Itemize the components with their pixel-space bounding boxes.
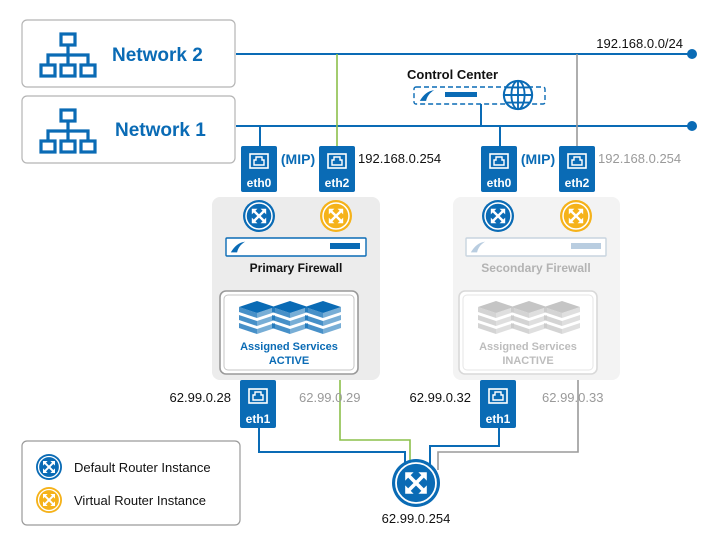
secondary-mip-label: (MIP) (521, 151, 555, 167)
primary-mip-label: (MIP) (281, 151, 315, 167)
secondary-virtual-router[interactable] (560, 200, 592, 232)
primary-default-router[interactable] (243, 200, 275, 232)
secondary-default-router[interactable] (482, 200, 514, 232)
svg-text:eth1: eth1 (246, 412, 271, 426)
network-2-endpoint (687, 49, 697, 59)
network-2-label: Network 2 (112, 45, 203, 66)
svg-text:eth0: eth0 (247, 176, 272, 190)
primary-firewall-appliance[interactable] (225, 237, 367, 257)
primary-eth1-ip: 62.99.0.28 (170, 390, 231, 405)
network-1-label: Network 1 (115, 120, 206, 141)
server-stack-icon (239, 301, 275, 334)
secondary-eth1-ip: 62.99.0.32 (410, 390, 471, 405)
legend: Default Router Instance Virtual Router I… (21, 440, 241, 526)
secondary-assigned-services[interactable]: Assigned Services INACTIVE (458, 290, 598, 375)
svg-text:Assigned Services: Assigned Services (240, 341, 338, 353)
svg-text:eth1: eth1 (486, 412, 511, 426)
primary-virtual-ip: 62.99.0.29 (299, 390, 360, 405)
server-stack-icon (478, 301, 514, 334)
svg-text:INACTIVE: INACTIVE (502, 355, 553, 367)
network-1-endpoint (687, 121, 697, 131)
secondary-firewall-appliance[interactable] (465, 237, 607, 257)
primary-assigned-services[interactable]: Assigned Services ACTIVE (219, 290, 359, 375)
secondary-eth1-port[interactable]: eth1 (480, 380, 516, 428)
svg-text:eth0: eth0 (487, 176, 512, 190)
secondary-eth2-ip: 192.168.0.254 (598, 151, 681, 166)
secondary-eth0-port[interactable]: eth0 (481, 146, 517, 192)
secondary-virtual-ip: 62.99.0.33 (542, 390, 603, 405)
svg-text:eth2: eth2 (565, 176, 590, 190)
network-1-box[interactable]: Network 1 (21, 95, 236, 164)
legend-default-router-label: Default Router Instance (74, 460, 211, 475)
primary-eth1-port[interactable]: eth1 (240, 380, 276, 428)
primary-eth2-ip: 192.168.0.254 (358, 151, 441, 166)
server-stack-icon (272, 301, 308, 334)
network-2-box[interactable]: Network 2 (21, 19, 236, 88)
svg-text:ACTIVE: ACTIVE (269, 355, 309, 367)
server-stack-icon (544, 301, 580, 334)
svg-text:eth2: eth2 (325, 176, 350, 190)
globe-icon (502, 79, 534, 111)
primary-eth2-port[interactable]: eth2 (319, 146, 355, 192)
server-stack-icon (305, 301, 341, 334)
primary-virtual-router[interactable] (320, 200, 352, 232)
svg-text:Assigned Services: Assigned Services (479, 341, 577, 353)
secondary-eth2-port[interactable]: eth2 (559, 146, 595, 192)
control-center[interactable]: Control Center (407, 67, 546, 111)
primary-firewall-name: Primary Firewall (250, 261, 343, 275)
secondary-firewall-name: Secondary Firewall (481, 261, 590, 275)
gateway-router[interactable] (392, 459, 440, 507)
network-2-subnet: 192.168.0.0/24 (596, 36, 683, 51)
server-stack-icon (511, 301, 547, 334)
primary-eth0-port[interactable]: eth0 (241, 146, 277, 192)
control-center-label: Control Center (407, 67, 498, 82)
gateway-ip: 62.99.0.254 (382, 511, 451, 526)
legend-virtual-router-label: Virtual Router Instance (74, 493, 206, 508)
